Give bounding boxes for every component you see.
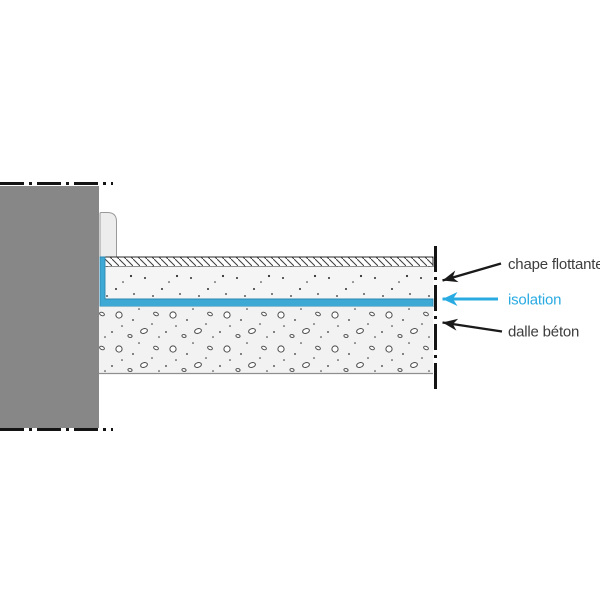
concrete-slab-layer [99, 306, 433, 374]
floor-finish-layer [104, 256, 434, 267]
concrete-slab-arrow [442, 318, 503, 333]
skirting-board [99, 212, 117, 258]
concrete-slab-label: dalle béton [508, 324, 579, 341]
floating-screed-layer [104, 266, 433, 299]
wall-section [0, 186, 99, 428]
insulation-label: isolation [508, 292, 561, 309]
floating-screed-label: chape flottante [508, 256, 600, 273]
floating-screed-arrow [442, 262, 502, 283]
